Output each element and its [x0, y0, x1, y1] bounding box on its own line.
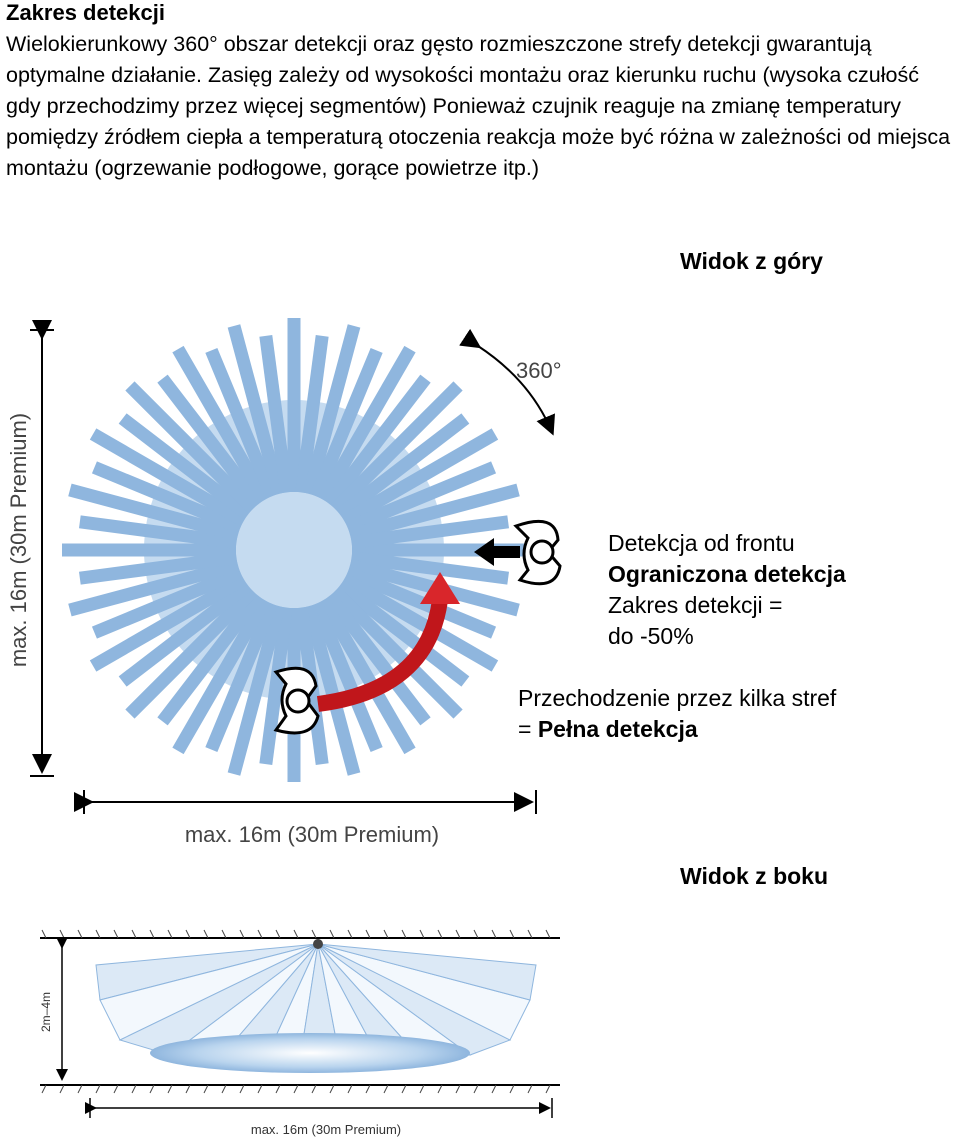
detection-stripe: [125, 381, 258, 514]
detection-stripe: [259, 334, 293, 494]
detection-stripe: [118, 413, 252, 520]
detection-stripe: [78, 551, 238, 585]
detection-stripe: [340, 573, 499, 672]
front-detection-note: Detekcja od frontu Ograniczona detekcja …: [608, 528, 846, 652]
detection-stripe: [227, 604, 286, 776]
detection-stripe: [324, 592, 431, 726]
cross-note-emphasis: Pełna detekcja: [537, 716, 698, 742]
detection-stripe: [330, 586, 463, 719]
detection-stripe: [324, 374, 431, 508]
detection-stripe: [345, 461, 497, 534]
top-view-title: Widok z góry: [680, 248, 823, 274]
cross-detection-note: Przechodzenie przez kilka stref = Pełna …: [518, 683, 836, 745]
detection-stripe: [91, 461, 243, 534]
detection-stripe: [227, 324, 286, 496]
detection-stripe: [295, 334, 329, 494]
cross-arrow-icon: [316, 598, 448, 712]
detection-stripe: [157, 374, 264, 508]
detection-stripe: [336, 580, 470, 687]
detection-stripe: [302, 324, 361, 496]
detection-stripe: [348, 483, 520, 542]
person-front-icon: [513, 519, 562, 586]
cross-note-prefix: =: [518, 716, 538, 742]
front-note-line2: Ograniczona detekcja: [608, 561, 846, 587]
vertical-range-label: max. 16m (30m Premium): [6, 413, 31, 667]
detection-stripe: [317, 345, 416, 504]
detection-stripe: [310, 601, 383, 753]
detection-stripe: [310, 347, 383, 499]
detection-stripe: [68, 558, 240, 617]
detection-stripe: [172, 345, 271, 504]
angle-label: 360°: [516, 358, 562, 383]
front-note-line4: do -50%: [608, 623, 694, 649]
detection-stripe: [345, 566, 497, 639]
side-view-title: Widok z boku: [680, 863, 829, 889]
detection-stripe: [259, 606, 293, 766]
detection-stripe: [172, 596, 271, 755]
section-heading: Zakres detekcji: [6, 0, 165, 25]
detection-stripe: [118, 580, 252, 687]
person-cross-icon: [273, 666, 320, 735]
detection-stripe: [205, 347, 278, 499]
detection-stripe: [157, 592, 264, 726]
detection-stripe: [205, 601, 278, 753]
detection-stripe: [302, 604, 361, 776]
horizontal-range-label: max. 16m (30m Premium): [185, 822, 439, 847]
rotation-arrow-icon: [459, 328, 555, 436]
detection-stripe: [89, 428, 248, 527]
detection-stripe: [330, 381, 463, 514]
detection-stripe: [350, 551, 510, 585]
detection-stripe: [350, 515, 510, 549]
front-note-line3: Zakres detekcji =: [608, 592, 783, 618]
detection-stripe: [340, 428, 499, 527]
front-arrow-icon: [474, 538, 520, 566]
detection-stripe: [125, 586, 258, 719]
detection-stripe: [91, 566, 243, 639]
detection-zone-stripes: [62, 318, 526, 782]
detection-stripe: [78, 515, 238, 549]
detection-stripe: [68, 483, 240, 542]
detection-stripe: [336, 413, 470, 520]
front-note-line1: Detekcja od frontu: [608, 530, 795, 556]
intro-paragraph: Wielokierunkowy 360° obszar detekcji ora…: [6, 32, 951, 180]
detection-stripe: [317, 596, 416, 755]
cross-note-line1: Przechodzenie przez kilka stref: [518, 685, 837, 711]
detection-stripe: [89, 573, 248, 672]
